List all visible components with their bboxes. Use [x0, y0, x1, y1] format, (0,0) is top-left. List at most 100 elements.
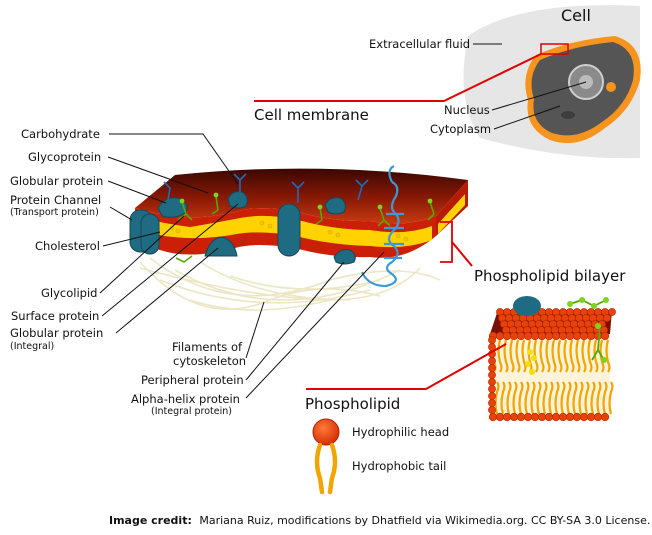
phospholipid-head: [608, 308, 616, 316]
extracellular-fluid-label: Extracellular fluid: [369, 37, 470, 51]
alpha-helix-protein: [360, 165, 404, 288]
top-globular-protein: [324, 197, 346, 215]
hydrophilic-head-icon: [312, 418, 340, 446]
cytoplasm-label: Cytoplasm: [430, 122, 491, 136]
phospholipid-tail: [524, 381, 530, 415]
bilayer-glycolipid: [569, 299, 607, 361]
integral-globular-protein: [204, 236, 238, 257]
surface-globular-protein: [227, 191, 248, 209]
phospholipid-head: [558, 331, 568, 341]
phospholipid-tail: [584, 381, 590, 415]
phospholipid-head: [544, 412, 554, 422]
globular-integral-sublabel: (Integral): [10, 341, 54, 352]
globular-integral-label: Globular protein: [10, 326, 103, 340]
phospholipid-head: [488, 357, 496, 365]
phospholipid-head: [523, 331, 533, 341]
phospholipid-head: [488, 392, 496, 400]
phospholipid-tail: [521, 339, 527, 373]
globular-protein-label: Globular protein: [10, 174, 103, 188]
phospholipid-head: [593, 331, 603, 341]
glycolipid-heads: [179, 192, 433, 210]
phospholipid-head: [544, 331, 554, 341]
phospholipid-tail: [506, 381, 512, 415]
phospholipid-head: [558, 412, 568, 422]
phospholipid-tail: [605, 339, 611, 373]
phospholipid-tail: [569, 339, 575, 373]
protein-channel-label: Protein Channel: [10, 193, 101, 207]
phospholipid-head: [579, 331, 589, 341]
phospholipid-tail: [509, 339, 515, 373]
phospholipid-tail: [560, 381, 566, 415]
phospholipid-tail: [512, 381, 518, 415]
filaments-leader: [245, 301, 265, 359]
phospholipid-head: [509, 331, 519, 341]
membrane-zoom-box: [540, 43, 569, 55]
phospholipid-head: [530, 412, 540, 422]
phospholipid-head: [488, 364, 496, 372]
filaments-label-line1: Filaments of: [172, 340, 243, 354]
phospholipid-head: [586, 412, 596, 422]
phospholipid-tail: [542, 381, 548, 415]
phospholipid-head: [502, 412, 512, 422]
phospholipid-head: [572, 331, 582, 341]
glycolipid-label: Glycolipid: [41, 286, 97, 300]
phospholipid-tail: [548, 381, 554, 415]
peripheral-protein-label: Peripheral protein: [141, 373, 244, 387]
bilayer-heads: [488, 308, 616, 422]
nucleus-label: Nucleus: [444, 103, 490, 117]
cholesterol-label: Cholesterol: [35, 239, 100, 253]
hydrophilic-head-label: Hydrophilic head: [352, 425, 449, 439]
integral-protein-shape: [277, 203, 301, 257]
image-credit-text: Mariana Ruiz, modifications by Dhatfield…: [199, 514, 650, 527]
phospholipid-head: [600, 331, 610, 341]
globular-protein-leader: [107, 180, 167, 204]
filaments-label-line2: cytoskeleton: [173, 354, 246, 368]
phospholipid-head: [565, 331, 575, 341]
phospholipid-tail: [515, 339, 521, 373]
cytoskeleton-filaments: [139, 257, 441, 311]
phospholipid-tail: [590, 381, 596, 415]
hydrophobic-tail-label: Hydrophobic tail: [352, 459, 446, 473]
phospholipid-label: Phospholipid: [305, 395, 400, 413]
phospholipid-tail: [494, 381, 500, 415]
globular-integral-leader: [115, 247, 219, 334]
phospholipid-tail: [551, 339, 557, 373]
phospholipid-head: [495, 331, 505, 341]
phospholipid-head: [488, 406, 496, 414]
phospholipid-tail: [593, 339, 599, 373]
phospholipid-head: [572, 412, 582, 422]
membrane-proteins: [129, 191, 356, 265]
glycoprotein-label: Glycoprotein: [28, 150, 101, 164]
cytoplasm-leader: [493, 105, 561, 130]
bilayer-glycolipid-heads: [567, 297, 609, 363]
glycoprotein-leader: [107, 156, 209, 194]
phospholipid-head: [537, 331, 547, 341]
phospholipid-head: [603, 314, 611, 322]
phospholipid-tail: [581, 339, 587, 373]
phospholipid-tail: [545, 339, 551, 373]
alpha-helix-label: Alpha-helix protein: [131, 392, 240, 406]
phospholipid-tail: [578, 381, 584, 415]
phospholipid-head: [488, 399, 496, 407]
cell-membrane-pointer: [254, 53, 542, 102]
bilayer-pointer: [451, 241, 473, 267]
nucleus-leader: [491, 81, 587, 111]
phospholipid-bilayer-label: Phospholipid bilayer: [474, 267, 626, 285]
phospholipid-tail: [557, 339, 563, 373]
bilayer-cholesterol: [525, 349, 537, 375]
cholesterol-leader: [102, 231, 161, 247]
phospholipid-head: [516, 331, 526, 341]
phospholipid-pointer: [306, 343, 507, 390]
phospholipid-tail: [536, 381, 542, 415]
carbohydrate-leader: [109, 133, 239, 185]
phospholipid-tail: [503, 339, 509, 373]
phospholipid-head: [600, 412, 610, 422]
bilayer-tails: [491, 339, 614, 415]
phospholipid-tail: [572, 381, 578, 415]
phospholipid-head: [488, 336, 496, 344]
peripheral-protein-leader: [245, 261, 345, 381]
phospholipid-tail: [518, 381, 524, 415]
phospholipid-tail: [575, 339, 581, 373]
hydrophobic-tail-icon: [314, 442, 338, 495]
